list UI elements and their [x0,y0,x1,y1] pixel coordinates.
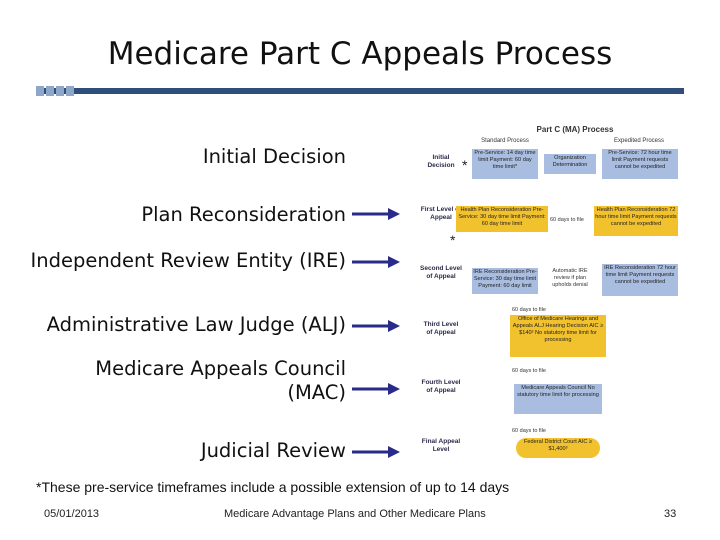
title-rule [36,88,684,94]
level-label-mac: Medicare Appeals Council (MAC) [95,357,346,404]
stage-second: Second Level of Appeal [420,265,462,280]
stage-final: Final Appeal Level [421,438,461,453]
footer-center: Medicare Advantage Plans and Other Medic… [224,508,486,520]
title-rule-squares [36,86,74,96]
level-label-alj: Administrative Law Judge (ALJ) [46,313,346,336]
expedited-process-label: Expedited Process [613,138,665,144]
arrow-right-icon [352,320,400,332]
footnote: *These pre-service timeframes include a … [36,479,510,495]
diagram-heading: Part C (MA) Process [536,125,614,134]
box-first-standard: Health Plan Reconsideration Pre-Service:… [456,206,548,232]
level-label-judicial: Judicial Review [200,439,346,462]
level-label-plan-reconsideration: Plan Reconsideration [141,203,346,226]
box-third-alj: Office of Medicare Hearings and Appeals … [510,315,606,357]
box-initial-standard: Pre-Service: 14 day time limit Payment: … [472,149,538,179]
arrow-right-icon [352,208,400,220]
asterisk-mark: * [462,157,468,173]
box-organization-determination: Organization Determination [544,154,596,174]
standard-process-label: Standard Process [481,138,529,144]
arrow-right-icon [352,383,400,395]
arrow-right-icon [352,446,400,458]
stage-first: First Level of Appeal [420,206,462,221]
appeals-flow-diagram: Part C (MA) Process Standard Process Exp… [420,122,690,470]
stage-initial: Initial Decision [427,154,455,169]
footer-date: 05/01/2013 [44,508,100,520]
stage-third: Third Level of Appeal [423,321,459,336]
note-60-days-4: 60 days to file [512,428,546,434]
box-first-expedited: Health Plan Reconsideration 72 hour time… [594,206,678,236]
level-label-initial: Initial Decision [202,145,346,168]
box-second-standard: IRE Reconsideration Pre-Service: 30 day … [472,268,538,294]
box-initial-expedited: Pre-Service: 72 hour time limit Payment … [602,149,678,179]
page-number: 33 [664,508,677,520]
box-second-expedited: IRE Reconsideration 72 hour time limit P… [602,264,678,296]
arrow-right-icon [352,256,400,268]
box-final-court: Federal District Court AIC ≥ $1,400³ [516,438,600,458]
level-label-ire: Independent Review Entity (IRE) [30,249,346,272]
page-title: Medicare Part C Appeals Process [107,36,613,72]
stage-fourth: Fourth Level of Appeal [421,379,461,394]
note-auto-ire: Automatic IRE review if plan upholds den… [552,268,588,288]
box-fourth-mac: Medicare Appeals Council No statutory ti… [514,384,602,414]
asterisk-mark: * [450,232,456,248]
note-60-days-1: 60 days to file [550,217,584,223]
note-60-days-2: 60 days to file [512,307,546,313]
note-60-days-3: 60 days to file [512,368,546,374]
